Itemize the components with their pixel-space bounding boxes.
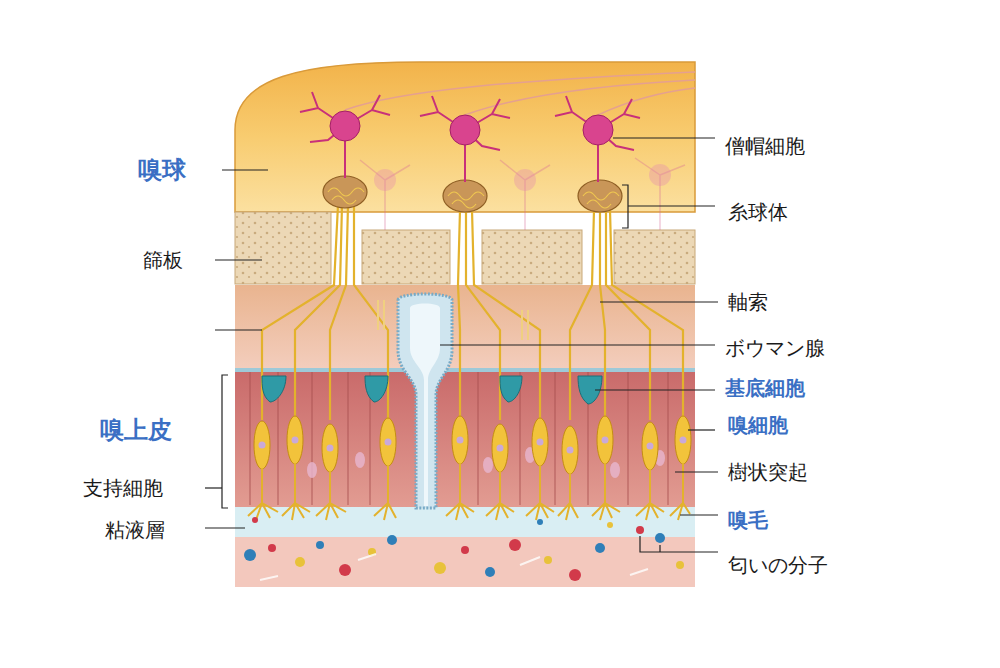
part-label: 支持細胞: [83, 476, 163, 500]
part-label: 篩板: [143, 248, 183, 272]
part-label: 嗅細胞: [728, 413, 788, 437]
part-label: 僧帽細胞: [725, 134, 805, 158]
part-label: 軸索: [728, 290, 768, 314]
part-label: 粘液層: [105, 518, 165, 542]
part-label: 嗅上皮: [100, 416, 172, 445]
part-label: ボウマン腺: [725, 336, 825, 360]
part-label: 基底細胞: [725, 376, 805, 400]
part-label: 匂いの分子: [728, 553, 828, 577]
part-label: 嗅球: [138, 156, 186, 185]
part-label: 樹状突起: [728, 460, 808, 484]
part-label: 糸球体: [728, 200, 788, 224]
part-label: 嗅毛: [728, 508, 768, 532]
